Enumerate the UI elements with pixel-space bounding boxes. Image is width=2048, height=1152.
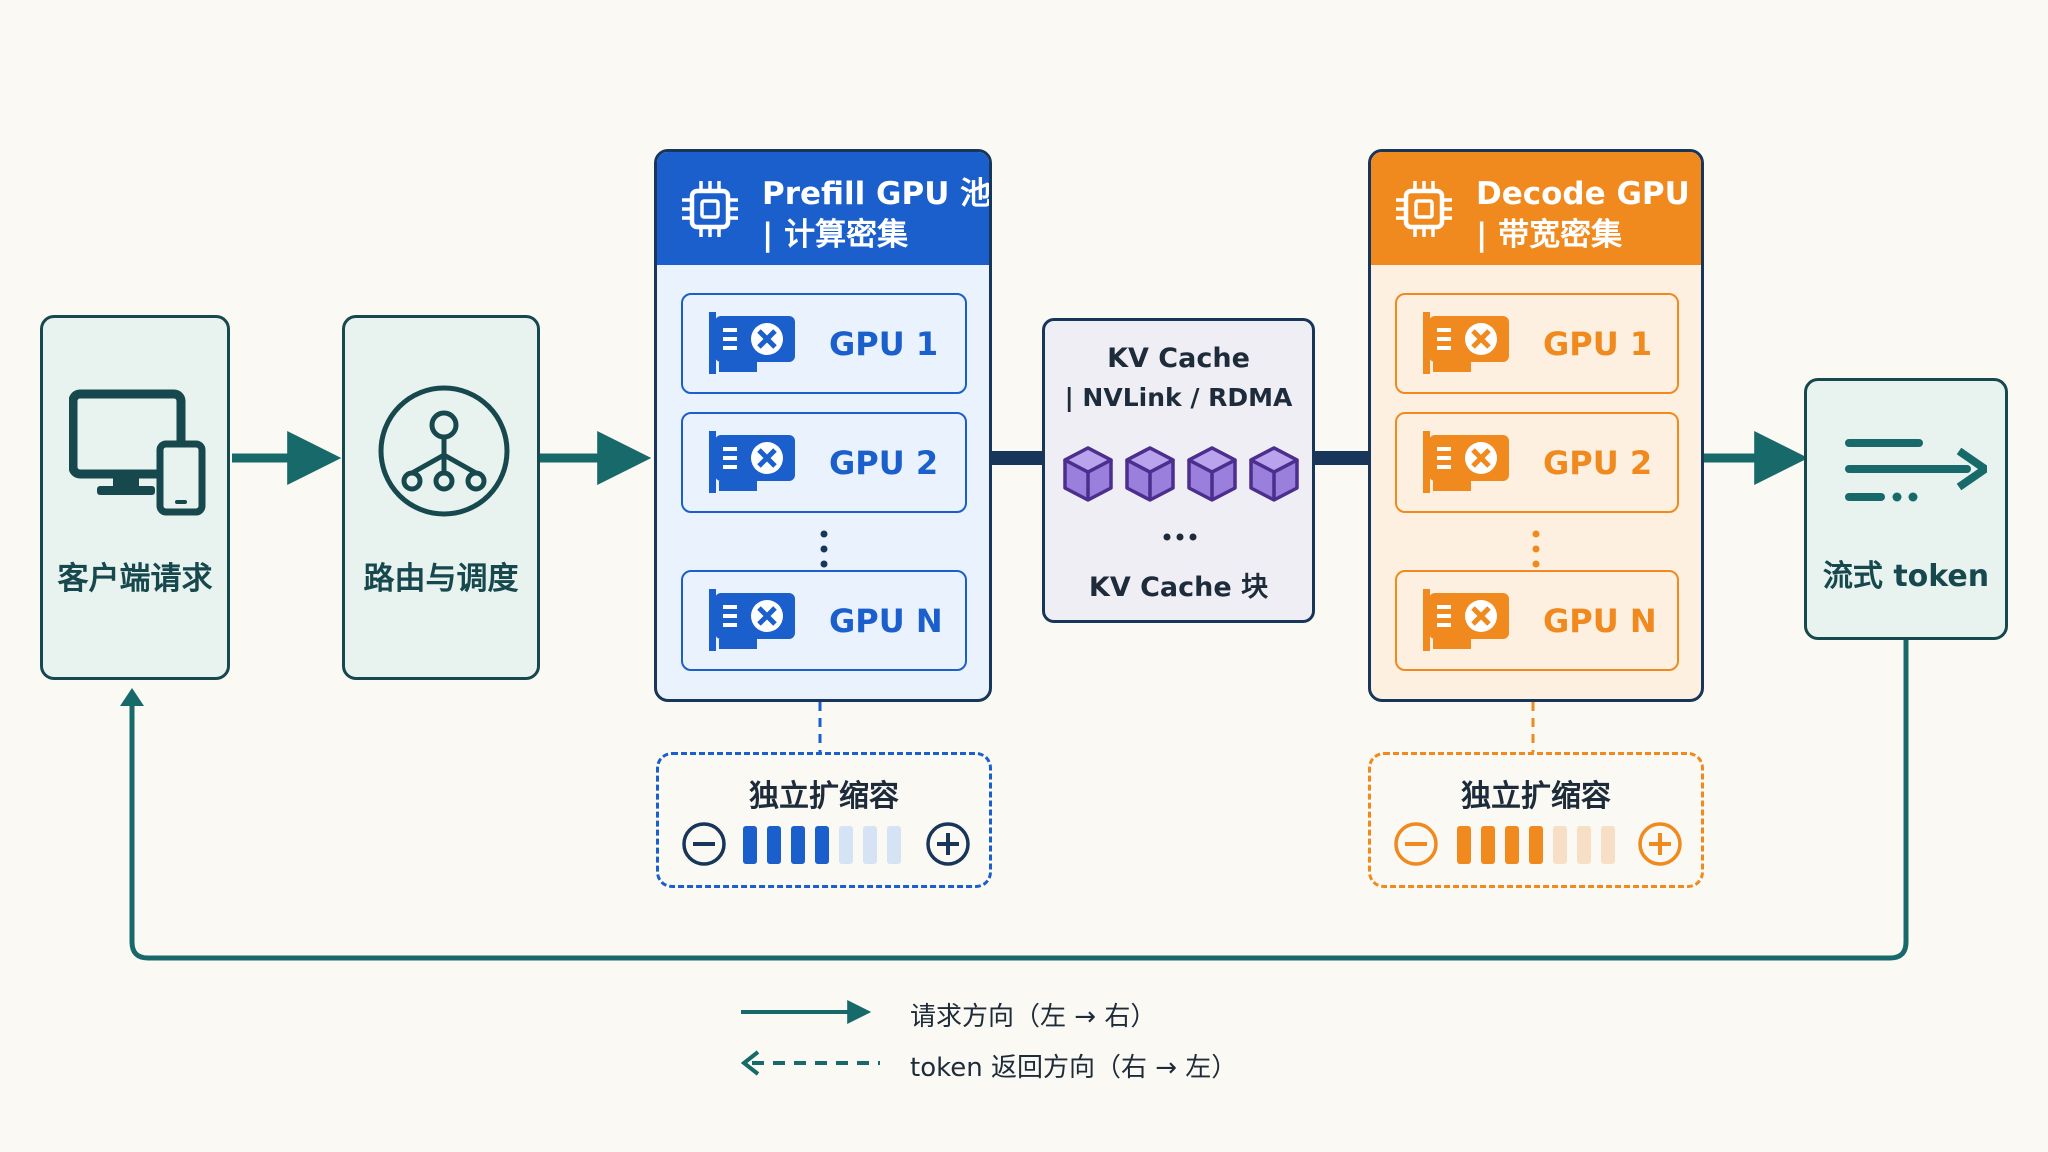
decode-gpu-label-n: GPU N <box>1543 601 1657 640</box>
legend-token-arrowhead <box>740 1050 760 1076</box>
stream-token-label: 流式 token <box>1822 559 1990 594</box>
prefill-gpu-label-2: GPU 2 <box>829 443 939 482</box>
client-request-node: 客户端请求 <box>40 315 230 680</box>
scale-bar-empty <box>1601 826 1615 864</box>
gpu-card-icon <box>1423 589 1509 651</box>
decode-scaling-box: 独立扩缩容 <box>1368 752 1704 888</box>
scale-bar-filled <box>815 826 829 864</box>
legend-request-text: 请求方向（左 → 右） <box>910 1002 1157 1032</box>
scale-bar-empty <box>1577 826 1591 864</box>
routing-tree-icon <box>378 385 510 517</box>
prefill-pool-title: Prefill GPU 池 <box>762 176 992 212</box>
scale-bar-filled <box>1457 826 1471 864</box>
decode-gpu-pool: Decode GPU 池 | 带宽密集 GPU 1 GPU 2 <box>1368 149 1704 702</box>
gpu-card-icon <box>709 431 795 493</box>
decode-gpu-label-2: GPU 2 <box>1543 443 1653 482</box>
plus-icon[interactable] <box>1637 821 1683 867</box>
decode-gpu-card-1: GPU 1 <box>1395 293 1679 394</box>
chip-icon <box>1396 181 1452 237</box>
horizontal-ellipsis-icon <box>1163 533 1197 541</box>
stream-token-node: 流式 token <box>1804 378 2008 640</box>
token-return-arrowhead <box>120 688 144 706</box>
chip-icon <box>682 181 738 237</box>
prefill-scaling-box: 独立扩缩容 <box>656 752 992 888</box>
decode-pool-title: Decode GPU 池 <box>1476 176 1701 212</box>
scale-bar-filled <box>791 826 805 864</box>
router-scheduler-node: 路由与调度 <box>342 315 540 680</box>
kv-cache-cube-icon <box>1063 446 1113 502</box>
router-scheduler-label: 路由与调度 <box>363 561 519 597</box>
gpu-card-icon <box>709 589 795 651</box>
scale-bar-filled <box>1529 826 1543 864</box>
prefill-gpu-label-1: GPU 1 <box>829 324 939 363</box>
kv-cache-cube-icon <box>1125 446 1175 502</box>
prefill-gpu-card-2: GPU 2 <box>681 412 967 513</box>
prefill-scaling-level <box>659 755 989 885</box>
stream-lines-arrow-icon <box>1845 439 1987 502</box>
prefill-gpu-pool: Prefill GPU 池 | 计算密集 GPU 1 GPU 2 <box>654 149 992 702</box>
vertical-ellipsis-icon <box>1532 530 1540 568</box>
scale-bar-empty <box>887 826 901 864</box>
token-return-path <box>129 640 1909 961</box>
kv-cache-node: KV Cache | NVLink / RDMA KV <box>1042 318 1315 623</box>
decode-pool-header: Decode GPU 池 | 带宽密集 <box>1371 152 1701 265</box>
monitor-phone-icon <box>69 389 206 516</box>
legend-token-text: token 返回方向（右 → 左） <box>910 1053 1238 1083</box>
decode-pool-subtitle: | 带宽密集 <box>1476 217 1623 253</box>
scale-bar-empty <box>839 826 853 864</box>
scale-bar-filled <box>1505 826 1519 864</box>
minus-icon[interactable] <box>681 821 727 867</box>
vertical-ellipsis-icon <box>820 530 828 568</box>
prefill-pool-subtitle: | 计算密集 <box>762 217 909 253</box>
kv-cache-subtitle: | NVLink / RDMA <box>1064 383 1293 412</box>
prefill-scaling-title: 独立扩缩容 <box>749 779 899 814</box>
kv-cache-blocks-label: KV Cache 块 <box>1088 572 1269 603</box>
prefill-gpu-card-n: GPU N <box>681 570 967 671</box>
gpu-card-icon <box>1423 312 1509 374</box>
kv-cache-title: KV Cache <box>1107 343 1250 374</box>
kv-cache-cube-icon <box>1187 446 1237 502</box>
minus-icon[interactable] <box>1393 821 1439 867</box>
gpu-card-icon <box>709 312 795 374</box>
decode-gpu-card-2: GPU 2 <box>1395 412 1679 513</box>
decode-gpu-label-1: GPU 1 <box>1543 324 1653 363</box>
prefill-gpu-label-n: GPU N <box>829 601 943 640</box>
client-request-label: 客户端请求 <box>57 561 213 597</box>
kv-cache-cubes <box>1061 444 1301 508</box>
kv-cache-cube-icon <box>1249 446 1299 502</box>
decode-scaling-level <box>1371 755 1701 885</box>
scale-bar-filled <box>767 826 781 864</box>
gpu-card-icon <box>1423 431 1509 493</box>
scale-bar-empty <box>863 826 877 864</box>
decode-gpu-card-n: GPU N <box>1395 570 1679 671</box>
plus-icon[interactable] <box>925 821 971 867</box>
scale-bar-filled <box>743 826 757 864</box>
prefill-gpu-card-1: GPU 1 <box>681 293 967 394</box>
scale-bar-empty <box>1553 826 1567 864</box>
decode-scaling-title: 独立扩缩容 <box>1461 779 1611 814</box>
scale-bar-filled <box>1481 826 1495 864</box>
prefill-pool-header: Prefill GPU 池 | 计算密集 <box>657 152 989 265</box>
